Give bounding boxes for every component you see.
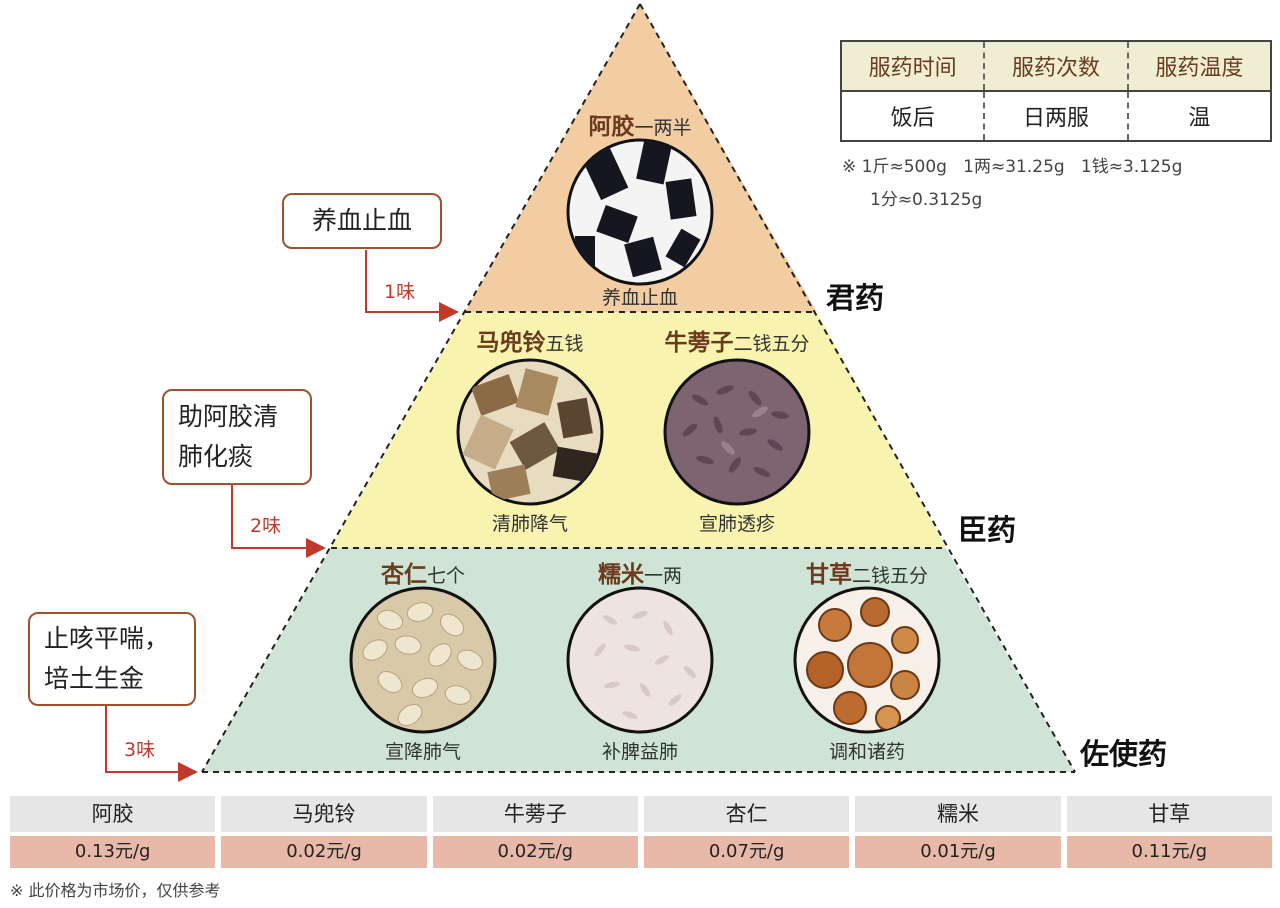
herb-label-xingren: 杏仁七个 — [381, 561, 465, 588]
info-header-time: 服药时间 — [841, 41, 985, 92]
herb-effect-xingren: 宣降肺气 — [385, 741, 461, 763]
info-value-temperature: 温 — [1126, 91, 1271, 141]
price-value: 0.02元/g — [432, 836, 638, 868]
herb-label-nuomi: 糯米一两 — [598, 562, 682, 588]
tier-label-chen: 臣药 — [958, 513, 1016, 547]
count-label-jun: 1味 — [384, 281, 415, 303]
price-table: 阿胶 马兜铃 牛蒡子 杏仁 糯米 甘草 0.13元/g 0.02元/g 0.02… — [10, 796, 1272, 868]
tier-chen-background — [331, 312, 946, 548]
price-value: 0.02元/g — [221, 836, 427, 868]
xingren-photo — [349, 586, 497, 734]
ejiao-photo — [566, 138, 714, 286]
info-value-frequency: 日两服 — [983, 91, 1128, 141]
niubangzi-photo — [663, 358, 811, 506]
unit-conversion-note-line2: 1分≈0.3125g — [870, 190, 983, 210]
herb-label-ejiao: 阿胶一两半 — [588, 113, 691, 140]
price-value: 0.01元/g — [855, 836, 1061, 868]
price-name: 牛蒡子 — [432, 796, 638, 832]
price-name: 杏仁 — [643, 796, 850, 832]
price-name: 甘草 — [1066, 796, 1272, 832]
price-disclaimer: ※ 此价格为市场价，仅供参考 — [10, 881, 221, 900]
herb-label-niubangzi: 牛蒡子二钱五分 — [664, 330, 809, 356]
herb-label-gancao: 甘草二钱五分 — [806, 562, 928, 588]
connector-arrows — [105, 250, 459, 782]
price-value: 0.11元/g — [1066, 836, 1272, 868]
info-header-temperature: 服药温度 — [1126, 41, 1271, 92]
function-box-chen: 助阿胶清 肺化痰 — [162, 389, 312, 485]
nuomi-photo — [566, 586, 714, 734]
price-name: 马兜铃 — [221, 796, 427, 832]
herb-effect-niubangzi: 宣肺透疹 — [699, 513, 775, 535]
pyramid-outline — [201, 3, 1076, 773]
herb-effect-madouling: 清肺降气 — [492, 513, 568, 535]
herb-effect-ejiao: 养血止血 — [602, 287, 678, 309]
herb-label-madouling: 马兜铃五钱 — [476, 329, 583, 356]
tier-label-jun: 君药 — [826, 281, 884, 315]
unit-conversion-note-line1: ※ 1斤≈500g 1两≈31.25g 1钱≈3.125g — [842, 157, 1183, 177]
tier-label-zuoshi: 佐使药 — [1079, 737, 1167, 771]
price-name: 阿胶 — [10, 796, 216, 832]
gancao-photo — [793, 586, 941, 734]
function-box-jun: 养血止血 — [282, 193, 442, 249]
madouling-photo — [456, 358, 604, 506]
info-header-frequency: 服药次数 — [983, 41, 1128, 92]
price-value: 0.13元/g — [10, 836, 216, 868]
dosage-info-table: 服药时间 服药次数 服药温度 饭后 日两服 温 — [840, 40, 1272, 142]
herb-effect-nuomi: 补脾益肺 — [602, 741, 678, 763]
price-value: 0.07元/g — [643, 836, 850, 868]
info-value-time: 饭后 — [841, 91, 985, 141]
count-label-zuoshi: 3味 — [124, 739, 155, 761]
herb-effect-gancao: 调和诸药 — [829, 741, 905, 763]
price-name: 糯米 — [855, 796, 1061, 832]
count-label-chen: 2味 — [250, 515, 281, 537]
function-box-zuoshi: 止咳平喘， 培土生金 — [28, 612, 196, 706]
